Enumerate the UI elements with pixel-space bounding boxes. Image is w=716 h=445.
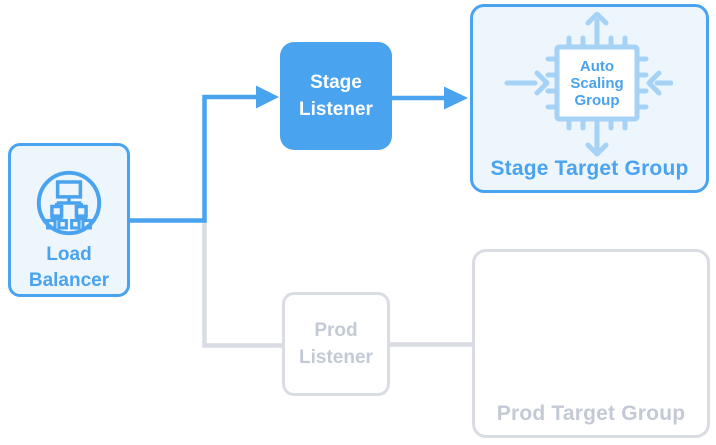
edge-load-balancer-to-prod-listener — [202, 221, 282, 348]
label-line: Prod — [314, 320, 358, 341]
label-line: Auto — [579, 57, 615, 75]
stage-listener-label: Stage Listener — [299, 69, 373, 123]
node-stage-target-group: Auto Scaling Group Stage Target Group — [470, 4, 709, 193]
edge-load-balancer-to-stage-listener — [130, 94, 257, 223]
node-prod-target-group: Prod Target Group — [472, 249, 710, 438]
prod-target-group-label: Prod Target Group — [496, 402, 686, 425]
label-line: Stage — [310, 72, 362, 93]
label-line: Scaling — [570, 74, 624, 92]
arrowhead-icon — [256, 85, 279, 109]
arrowhead-icon — [444, 86, 468, 110]
load-balancer-label: Load Balancer — [29, 242, 109, 294]
label-line: Listener — [299, 99, 373, 120]
auto-scaling-chip-icon — [504, 12, 673, 157]
prod-listener-label: Prod Listener — [299, 317, 373, 371]
load-balancer-network-icon — [36, 170, 102, 236]
label-line: Balancer — [28, 270, 110, 291]
node-stage-listener: Stage Listener — [280, 42, 392, 150]
auto-scaling-group-label: Auto Scaling Group — [557, 47, 637, 119]
node-load-balancer: Load Balancer — [8, 143, 130, 297]
label-line: Load — [46, 244, 92, 265]
label-line: Group — [574, 91, 620, 109]
stage-target-group-label: Stage Target Group — [490, 157, 689, 180]
node-prod-listener: Prod Listener — [282, 292, 390, 396]
label-line: Listener — [299, 347, 373, 368]
